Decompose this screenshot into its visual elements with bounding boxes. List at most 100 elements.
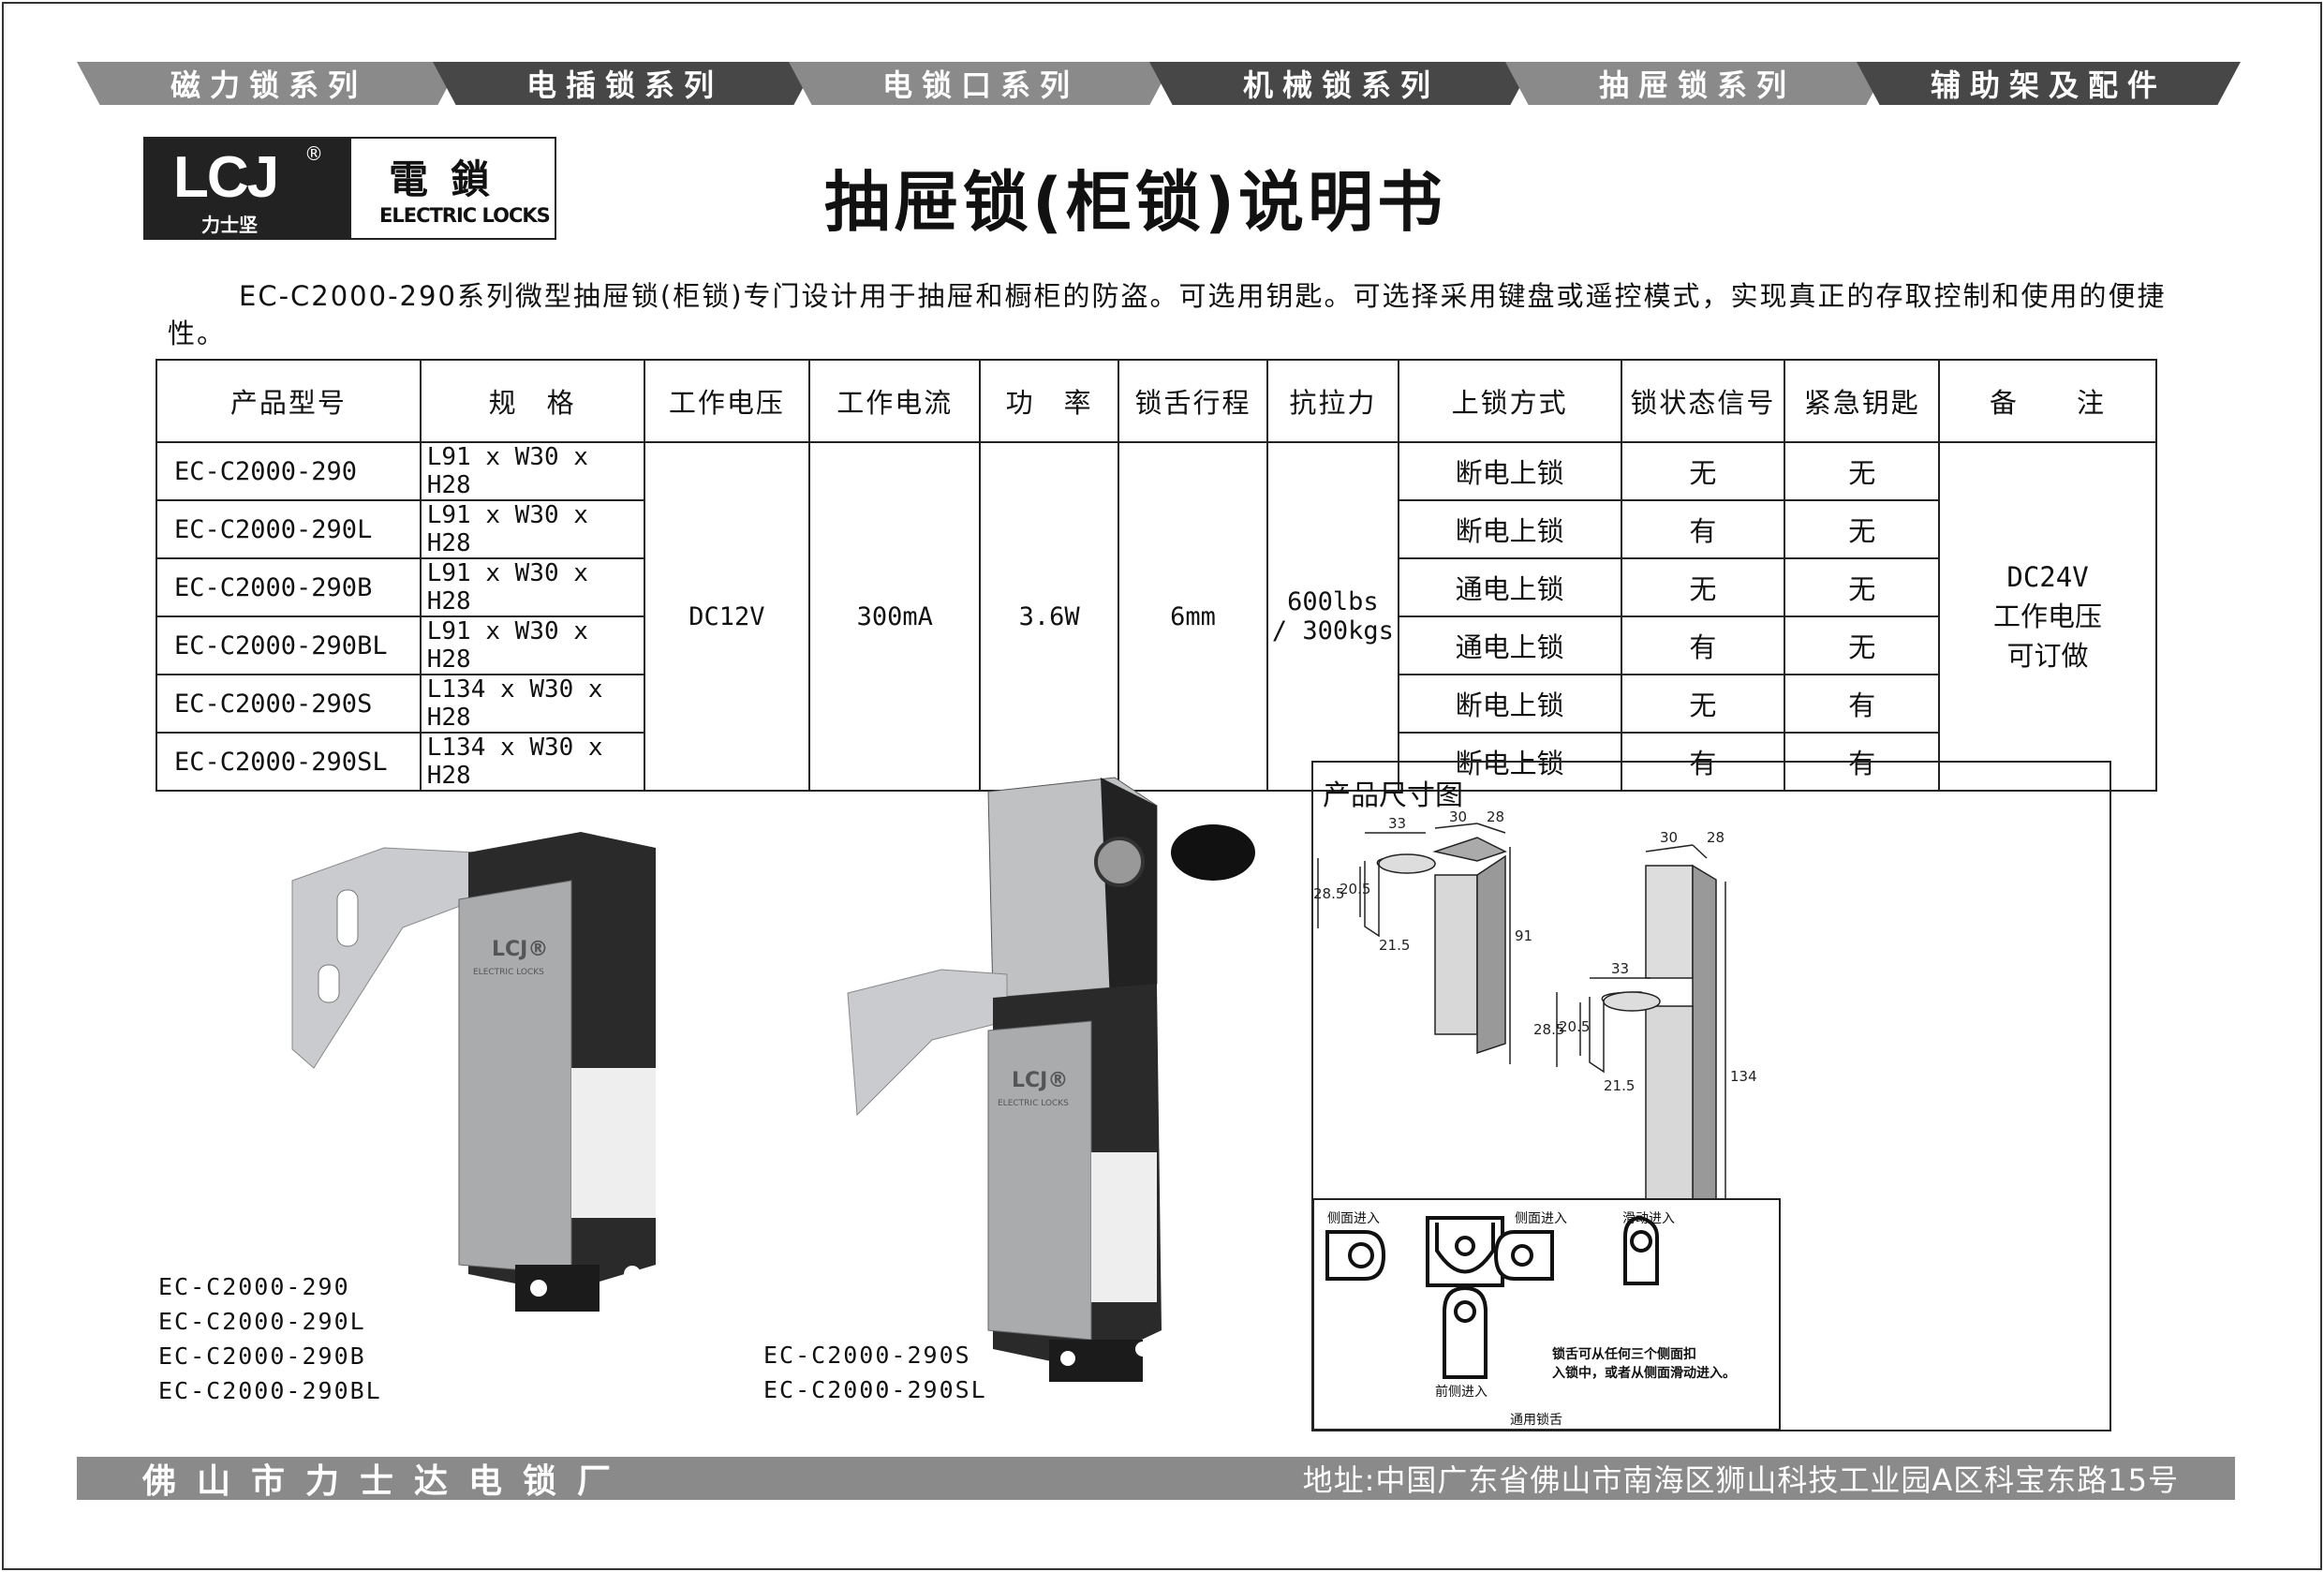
product-photo-key-lock: LCJ® ELECTRIC LOCKS (847, 777, 1255, 1382)
bolt-side-right-label: 侧面进入 (1515, 1211, 1567, 1226)
bolt-entry-diagram: 侧面进入 侧面进入 滑动进入 前侧进入 锁舌可从任何三个侧面扣 入锁中，或者从侧… (1313, 1198, 1781, 1430)
key-cell: 有 (1784, 674, 1941, 734)
model-caption: EC-C2000-290BL (158, 1377, 382, 1404)
dim-large-offset: 21.5 (1604, 1077, 1635, 1094)
signal-cell: 无 (1620, 441, 1786, 501)
category-nav: 磁力锁系列 电插锁系列 电锁口系列 机械锁系列 抽屉锁系列 辅助架及配件 (77, 62, 2241, 105)
svg-text:ELECTRIC LOCKS: ELECTRIC LOCKS (998, 1099, 1069, 1108)
logo-brand: LCJ (173, 145, 279, 210)
company-name: 佛山市力士达电锁厂 (142, 1462, 632, 1501)
bracket-shape (291, 847, 479, 1069)
model-caption: EC-C2000-290B (158, 1342, 366, 1370)
model-caption: EC-C2000-290 (158, 1273, 350, 1300)
footer-bar: 佛山市力士达电锁厂 地址:中国广东省佛山市南海区狮山科技工业园A区科宝东路15号 (77, 1457, 2235, 1501)
col-header: 锁舌行程 (1118, 359, 1268, 443)
mode-cell: 断电上锁 (1397, 441, 1622, 501)
dim-large-h1: 28.5 (1533, 1021, 1564, 1038)
svg-text:LCJ®: LCJ® (1012, 1069, 1068, 1092)
spec-cell: L91 x W30 x H28 (419, 615, 645, 675)
power-cell: 3.6W (979, 441, 1120, 792)
dimension-drawing: 33 30 28 28.5 20.5 21.5 91 33 30 28 28.5… (1313, 808, 1781, 1430)
photo-left-models: EC-C2000-290 EC-C2000-290L EC-C2000-290B… (158, 1269, 382, 1408)
intro-paragraph: EC-C2000-290系列微型抽屉锁(柜锁)专门设计用于抽屉和橱柜的防盗。可选… (168, 280, 2167, 349)
mode-cell: 断电上锁 (1397, 499, 1622, 559)
model-caption: EC-C2000-290S (763, 1342, 971, 1369)
logo-name-cn: 電鎖 (389, 156, 513, 202)
svg-text:LCJ®: LCJ® (492, 938, 548, 961)
model-cell: EC-C2000-290S (155, 674, 422, 734)
model-cell: EC-C2000-290BL (155, 615, 422, 675)
dim-small-h2: 20.5 (1340, 881, 1370, 897)
col-header: 规 格 (419, 359, 645, 443)
model-caption: EC-C2000-290L (158, 1308, 366, 1335)
signal-cell: 无 (1620, 557, 1786, 617)
tab-accessories[interactable]: 辅助架及配件 (1857, 62, 2241, 105)
signal-cell: 有 (1620, 615, 1786, 675)
col-header: 功 率 (979, 359, 1120, 443)
dim-small-offset: 21.5 (1379, 937, 1410, 954)
mode-cell: 断电上锁 (1397, 674, 1622, 734)
dim-small-h1: 28.5 (1313, 885, 1344, 902)
dim-small-width: 30 (1449, 808, 1467, 825)
dim-large-bracket: 33 (1611, 960, 1629, 977)
model-cell: EC-C2000-290L (155, 499, 422, 559)
tab-magnetic-locks[interactable]: 磁力锁系列 (77, 62, 461, 105)
col-header: 上锁方式 (1397, 359, 1622, 443)
bolt-front-label: 前侧进入 (1435, 1384, 1488, 1400)
col-header: 抗拉力 (1266, 359, 1399, 443)
logo-brand-cn: 力士坚 (201, 214, 258, 236)
key-cell: 无 (1784, 441, 1941, 501)
dim-large-depth: 28 (1707, 829, 1724, 846)
note-line: 工作电压 (1993, 601, 2103, 632)
col-header: 锁状态信号 (1620, 359, 1786, 443)
dimension-drawing-panel: 产品尺寸图 33 30 28 28.5 20.5 21.5 91 33 30 2… (1311, 761, 2111, 1431)
table-header-row: 产品型号 规 格 工作电压 工作电流 功 率 锁舌行程 抗拉力 上锁方式 锁状态… (155, 359, 2157, 443)
key-cell: 无 (1784, 615, 1941, 675)
model-cell: EC-C2000-290 (155, 441, 422, 501)
large-lock-key-housing (1645, 865, 1694, 979)
bolt-side-left-label: 侧面进入 (1327, 1211, 1380, 1226)
key-cell: 无 (1784, 557, 1941, 617)
bolt-slide-label: 滑动进入 (1622, 1210, 1675, 1226)
page-title: 抽屉锁(柜锁)说明书 (824, 164, 1446, 241)
col-header: 产品型号 (155, 359, 422, 443)
brand-logo: LCJ ® 力士坚 電鎖 ELECTRIC LOCKS (143, 137, 556, 240)
product-label-sticker (571, 1068, 656, 1218)
dim-small-bracket: 33 (1388, 815, 1406, 832)
col-header: 工作电流 (808, 359, 982, 443)
signal-cell: 有 (1620, 499, 1786, 559)
photo-mid-models: EC-C2000-290S EC-C2000-290SL (763, 1338, 987, 1407)
spec-cell: L91 x W30 x H28 (419, 499, 645, 559)
force-cell: 600lbs/ 300kgs (1266, 441, 1399, 792)
dim-large-h2: 20.5 (1559, 1018, 1590, 1035)
tab-drawer-locks[interactable]: 抽屉锁系列 (1505, 62, 1889, 105)
tab-mechanical-locks[interactable]: 机械锁系列 (1149, 62, 1533, 105)
bolt-note-line-2: 入锁中，或者从侧面滑动进入。 (1552, 1365, 1736, 1381)
dim-small-depth: 28 (1487, 808, 1504, 825)
mode-cell: 通电上锁 (1397, 615, 1622, 675)
col-header: 工作电压 (643, 359, 811, 443)
tab-bolt-locks[interactable]: 电插锁系列 (433, 62, 817, 105)
logo-name-en: ELECTRIC LOCKS (379, 204, 551, 227)
spec-table: 产品型号 规 格 工作电压 工作电流 功 率 锁舌行程 抗拉力 上锁方式 锁状态… (155, 359, 2157, 792)
model-cell: EC-C2000-290B (155, 557, 422, 617)
dim-small-length: 91 (1515, 927, 1532, 944)
product-photo-short-lock: LCJ® ELECTRIC LOCKS (291, 832, 656, 1312)
bolt-note-line-1: 锁舌可从任何三个侧面扣 (1552, 1346, 1696, 1362)
tab-electric-strikes[interactable]: 电锁口系列 (789, 62, 1173, 105)
note-line: 可订做 (2006, 640, 2089, 672)
col-header: 紧急钥匙 (1784, 359, 1941, 443)
key-icon (1171, 824, 1255, 881)
mode-cell: 通电上锁 (1397, 557, 1622, 617)
dim-large-length: 134 (1730, 1068, 1757, 1085)
model-caption: EC-C2000-290SL (763, 1376, 987, 1403)
signal-cell: 无 (1620, 674, 1786, 734)
logo-reg: ® (304, 142, 323, 165)
current-cell: 300mA (808, 441, 982, 792)
spec-cell: L91 x W30 x H28 (419, 441, 645, 501)
